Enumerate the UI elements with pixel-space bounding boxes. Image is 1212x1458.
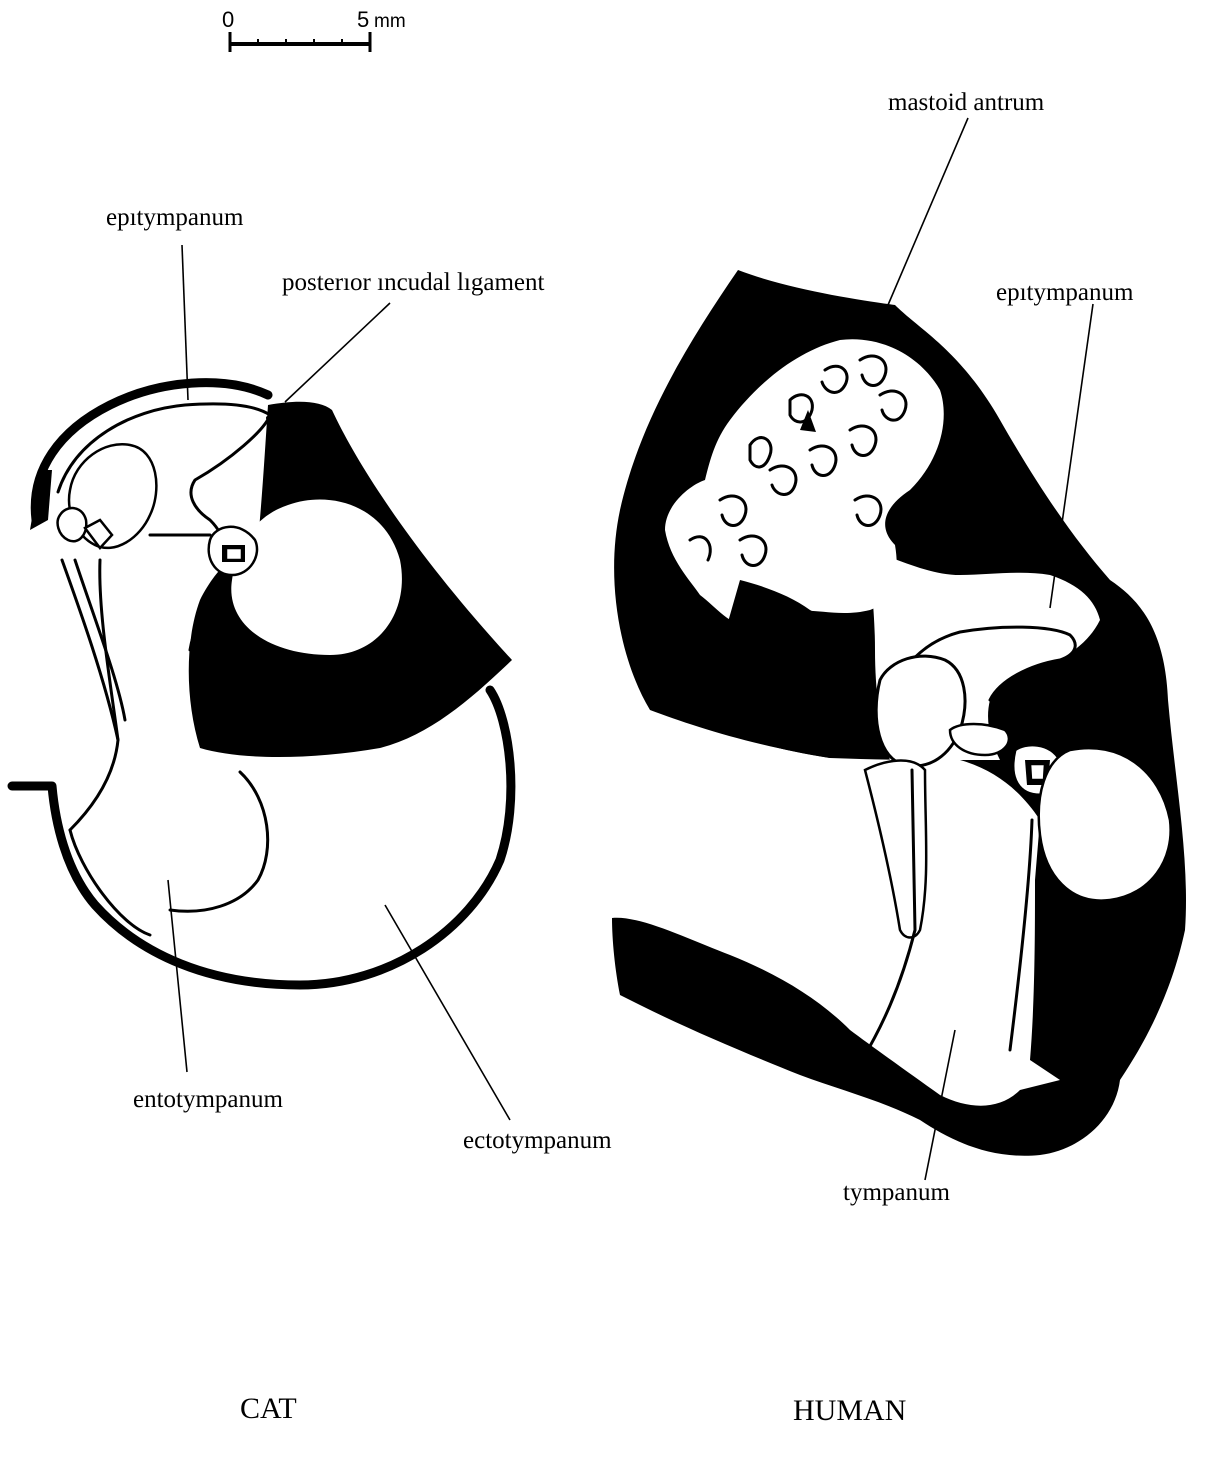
human-ear-section [612, 270, 1186, 1156]
label-entotympanum: entotympanum [133, 1086, 284, 1113]
caption-cat: CAT [240, 1392, 297, 1425]
label-tympanum: tympanum [843, 1179, 950, 1206]
cat-bulla-white [231, 500, 402, 655]
label-human-epitympanum: epıtympanum [996, 279, 1134, 306]
label-ectotympanum: ectotympanum [463, 1127, 612, 1154]
scale-end-label: 5 [357, 7, 369, 32]
label-cat-epitympanum: epıtympanum [106, 204, 244, 231]
scale-bar: 0 5 mm [222, 7, 406, 52]
caption-human: HUMAN [793, 1394, 906, 1427]
label-posterior-incudal-ligament: posterıor ıncudal lıgament [282, 269, 544, 296]
scale-unit-label: mm [374, 11, 406, 32]
cat-ear-section [12, 383, 512, 985]
label-mastoid-antrum: mastoid antrum [888, 89, 1045, 116]
scale-start-label: 0 [222, 7, 234, 32]
